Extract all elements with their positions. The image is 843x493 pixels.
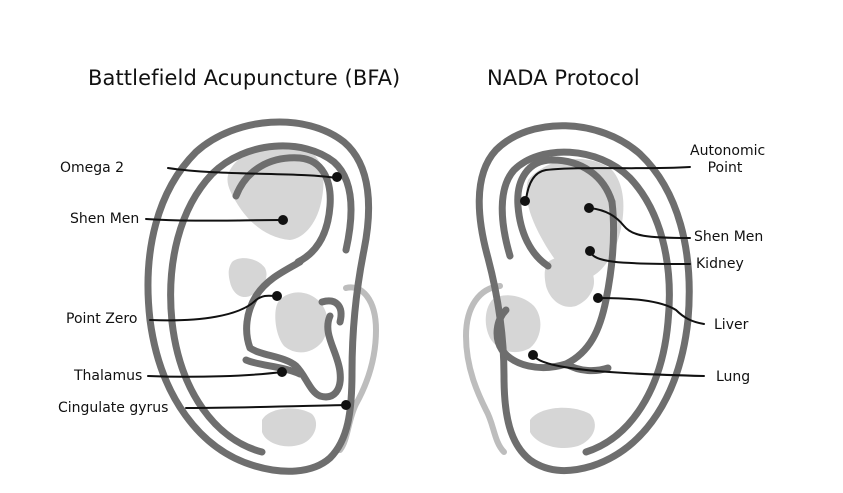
- right-ear-shaded-lobe: [530, 408, 595, 448]
- leader-thalamus: [148, 372, 282, 377]
- label-liver: Liver: [714, 317, 748, 333]
- left-ear-title: Battlefield Acupuncture (BFA): [88, 66, 400, 90]
- dot-cingulate-gyrus: [341, 400, 351, 410]
- label-shen-men-bfa: Shen Men: [70, 211, 139, 227]
- dot-omega-2: [332, 172, 342, 182]
- right-ear: [466, 126, 689, 471]
- dot-kidney: [585, 246, 595, 256]
- label-cingulate-gyrus: Cingulate gyrus: [58, 400, 168, 416]
- label-shen-men-nada: Shen Men: [694, 229, 763, 245]
- dot-shen-men-bfa: [278, 215, 288, 225]
- dot-lung: [528, 350, 538, 360]
- left-ear-shaded-lobe: [262, 408, 316, 446]
- label-autonomic-point: Autonomic Point: [690, 143, 760, 177]
- leader-shen-men-bfa: [146, 219, 282, 221]
- label-kidney: Kidney: [696, 256, 744, 272]
- leader-cingulate-gyrus: [186, 405, 346, 408]
- dot-autonomic-point: [520, 196, 530, 206]
- dot-thalamus: [277, 367, 287, 377]
- dot-shen-men-nada: [584, 203, 594, 213]
- label-thalamus: Thalamus: [74, 368, 142, 384]
- right-ear-shaded-center: [486, 295, 541, 352]
- dot-point-zero: [272, 291, 282, 301]
- dot-liver: [593, 293, 603, 303]
- right-ear-title: NADA Protocol: [487, 66, 640, 90]
- label-omega-2: Omega 2: [60, 160, 124, 176]
- label-point-zero: Point Zero: [66, 311, 137, 327]
- label-lung: Lung: [716, 369, 750, 385]
